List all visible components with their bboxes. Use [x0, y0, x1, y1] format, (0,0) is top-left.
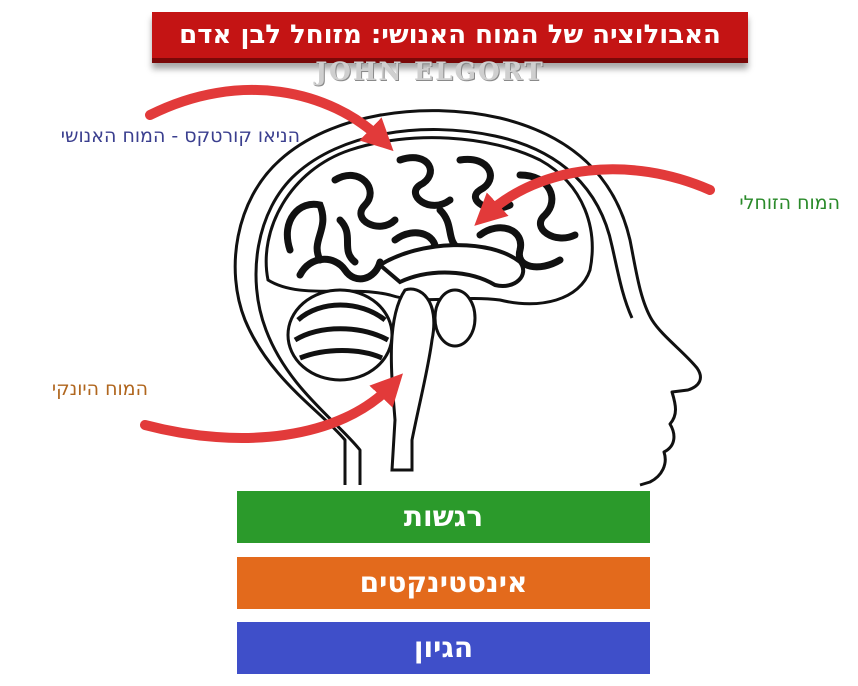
brain-stem — [389, 287, 436, 472]
label-reptilian: המוח היונקי — [51, 378, 148, 400]
arrow-reptilian — [140, 373, 404, 443]
label-neocortex: הניאו קורטקס - המוח האנושי — [60, 125, 300, 147]
head-outline — [233, 109, 702, 487]
logic-box: הגיון — [237, 622, 650, 674]
cerebrum — [264, 136, 594, 306]
title-banner: האבולוציה של המוח האנושי: מזוחל לבן אדם — [152, 12, 748, 63]
limbic-structure — [376, 243, 526, 288]
arrow-limbic — [474, 164, 715, 226]
emotions-box: רגשות — [237, 491, 650, 543]
arrow-neocortex — [145, 85, 394, 152]
label-limbic: המוח הזוחלי — [739, 192, 840, 214]
instincts-box: אינסטינקטים — [237, 557, 650, 609]
page-title: האבולוציה של המוח האנושי: מזוחל לבן אדם — [179, 20, 721, 50]
pons — [433, 288, 477, 348]
watermark: JOHN ELGORT — [315, 57, 545, 86]
cerebellum — [286, 288, 394, 382]
